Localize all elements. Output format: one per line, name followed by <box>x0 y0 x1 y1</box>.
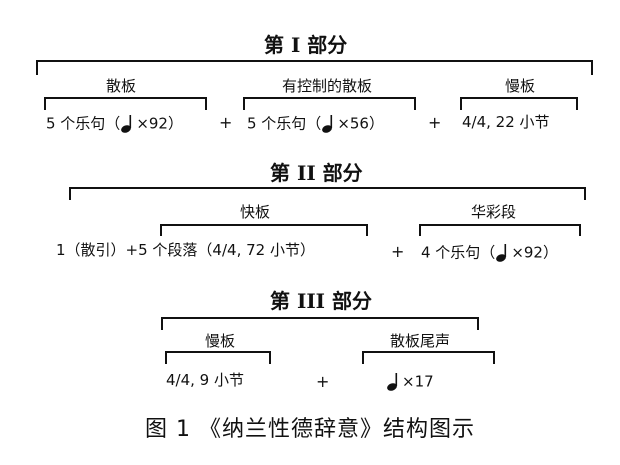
section-1-part-2-before: 5 个乐句（ <box>247 114 322 133</box>
section-1-part-1-before: 5 个乐句（ <box>46 114 121 133</box>
section-1-part-3-label: 慢板 <box>505 77 536 95</box>
section-2-part-2-label: 华彩段 <box>471 203 517 221</box>
section-3-part-2-value: ×17 <box>386 372 434 392</box>
section-1-part-2-after: ×56） <box>337 114 384 133</box>
section-3-part-1-value: 4/4, 9 小节 <box>166 371 244 389</box>
section-3-title: 第 III 部分 <box>270 289 372 313</box>
section-1-title: 第 I 部分 <box>264 33 348 57</box>
section-3-part-2-label: 散板尾声 <box>390 332 451 350</box>
quarter-note-icon <box>495 243 511 263</box>
section-3-part-1-label: 慢板 <box>205 332 236 350</box>
section-1-part-1-value: 5 个乐句（ ×92） <box>46 114 183 134</box>
section-1-part-1-after: ×92） <box>136 114 183 133</box>
section-3-plus-1: + <box>316 372 330 391</box>
section-1-part-1-label: 散板 <box>106 77 137 95</box>
section-2-part-2-before: 4 个乐句（ <box>421 243 496 262</box>
section-1-part-3-value: 4/4, 22 小节 <box>462 113 550 131</box>
figure-caption: 图 1 《纳兰性德辞意》结构图示 <box>145 417 475 442</box>
section-1-part-2-label: 有控制的散板 <box>282 77 373 95</box>
section-2-title: 第 II 部分 <box>270 161 363 185</box>
section-2-plus-1: + <box>391 242 405 261</box>
section-2-part-1-text: 5 个段落（4/4, 72 小节） <box>138 241 315 259</box>
section-1-part-2-value: 5 个乐句（ ×56） <box>247 114 384 134</box>
section-1-plus-2: + <box>428 113 442 132</box>
section-2-part-2-value: 4 个乐句（ ×92） <box>421 243 558 263</box>
section-1-plus-1: + <box>219 113 233 132</box>
quarter-note-icon <box>386 372 402 392</box>
section-2-part-1-prefix: 1（散引）+ <box>56 241 139 259</box>
section-3-part-2-after: ×17 <box>402 372 434 391</box>
section-2-part-2-after: ×92） <box>511 243 558 262</box>
section-2-part-1-label: 快板 <box>240 203 271 221</box>
section-2-part-1-value: 1（散引）+5 个段落（4/4, 72 小节） <box>56 243 315 258</box>
quarter-note-icon <box>321 114 337 134</box>
quarter-note-icon <box>120 114 136 134</box>
